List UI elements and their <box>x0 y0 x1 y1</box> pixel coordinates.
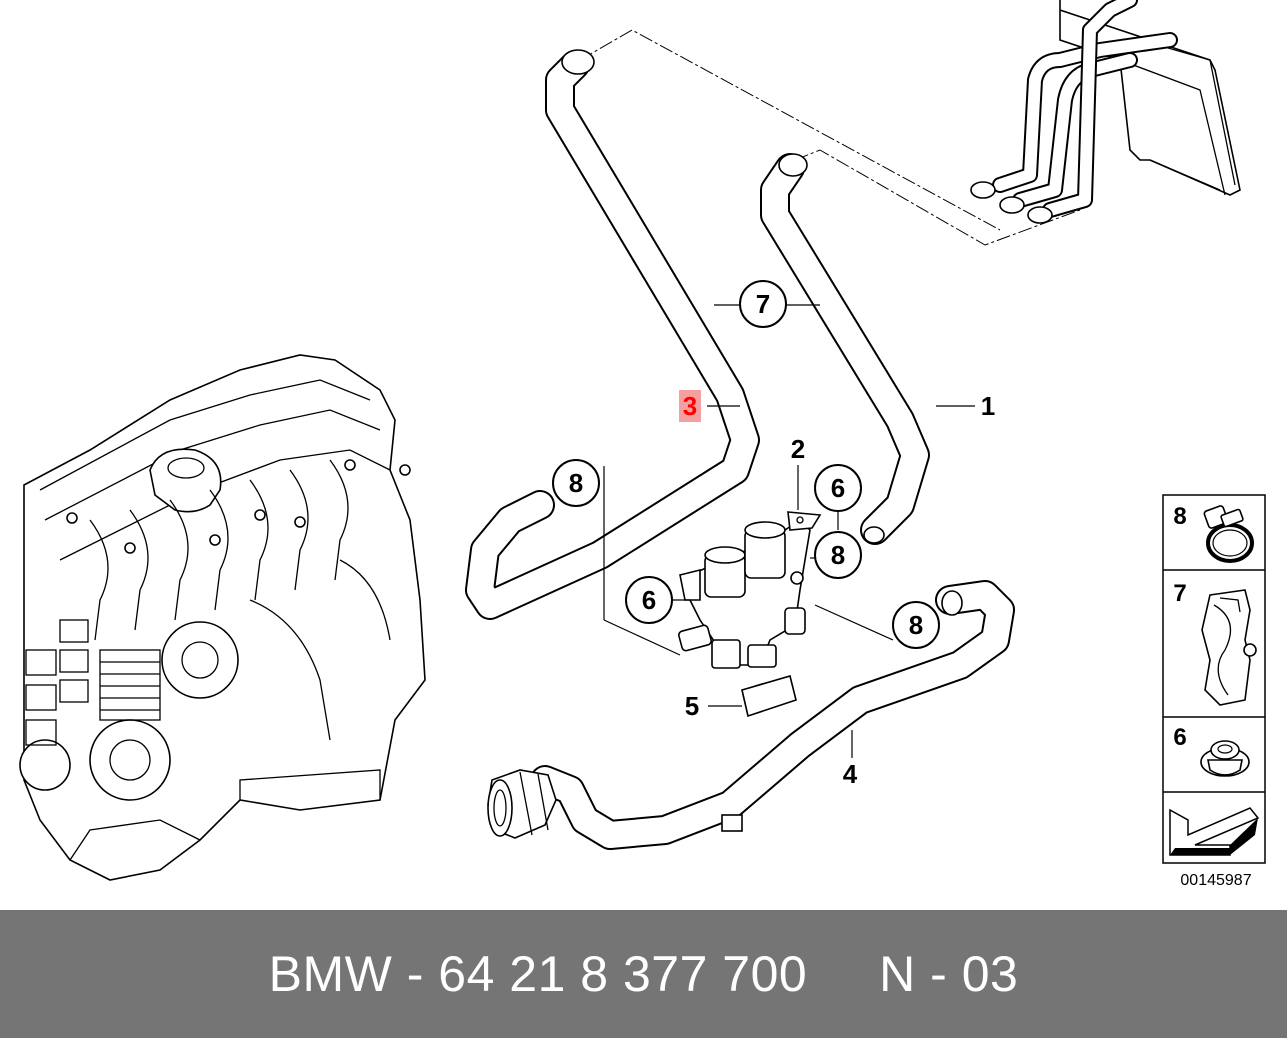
hose-1 <box>760 153 930 545</box>
callout-6-right: 6 <box>814 464 862 512</box>
legend-item-8: 8 <box>1173 503 1254 563</box>
callout-8-left: 8 <box>552 459 600 507</box>
svg-text:8: 8 <box>569 468 583 498</box>
direction-arrow-icon <box>1169 807 1260 856</box>
hose-4 <box>487 580 1015 850</box>
engine-block <box>19 354 426 881</box>
label-2: 2 <box>791 434 805 464</box>
svg-text:6: 6 <box>642 585 656 615</box>
label-4: 4 <box>843 759 858 789</box>
svg-text:6: 6 <box>831 473 845 503</box>
svg-text:7: 7 <box>1173 580 1186 607</box>
part-number-text: BMW - 64 21 8 377 700 N - 03 <box>268 946 1019 1002</box>
footer-bar: BMW - 64 21 8 377 700 N - 03 <box>0 910 1287 1038</box>
callout-7: 7 <box>739 280 787 328</box>
heater-core <box>970 0 1241 224</box>
callout-8-lower: 8 <box>892 601 940 649</box>
svg-text:8: 8 <box>909 610 923 640</box>
callout-6-left: 6 <box>625 576 673 624</box>
svg-text:3: 3 <box>683 391 697 421</box>
legend-panel: 8 7 6 <box>1162 494 1266 864</box>
hose-3 <box>465 49 760 620</box>
water-valve <box>678 511 822 669</box>
svg-text:6: 6 <box>1173 724 1186 751</box>
hose-clamp-icon <box>1203 505 1254 563</box>
grommet-icon <box>1200 740 1250 777</box>
reference-code: 00145987 <box>1180 872 1251 889</box>
parts-diagram: 7 8 6 8 6 8 1 2 3 4 5 8 <box>19 0 1266 889</box>
svg-text:8: 8 <box>1173 503 1186 530</box>
callout-8-right: 8 <box>814 531 862 579</box>
legend-item-6: 6 <box>1173 724 1250 777</box>
hose-holder-icon <box>1201 589 1257 706</box>
label-3-highlighted: 3 <box>679 390 701 422</box>
svg-text:8: 8 <box>831 540 845 570</box>
label-1: 1 <box>981 391 995 421</box>
label-5: 5 <box>685 691 699 721</box>
valve-part-5 <box>741 674 797 718</box>
legend-item-7: 7 <box>1173 580 1257 706</box>
svg-text:7: 7 <box>756 289 770 319</box>
